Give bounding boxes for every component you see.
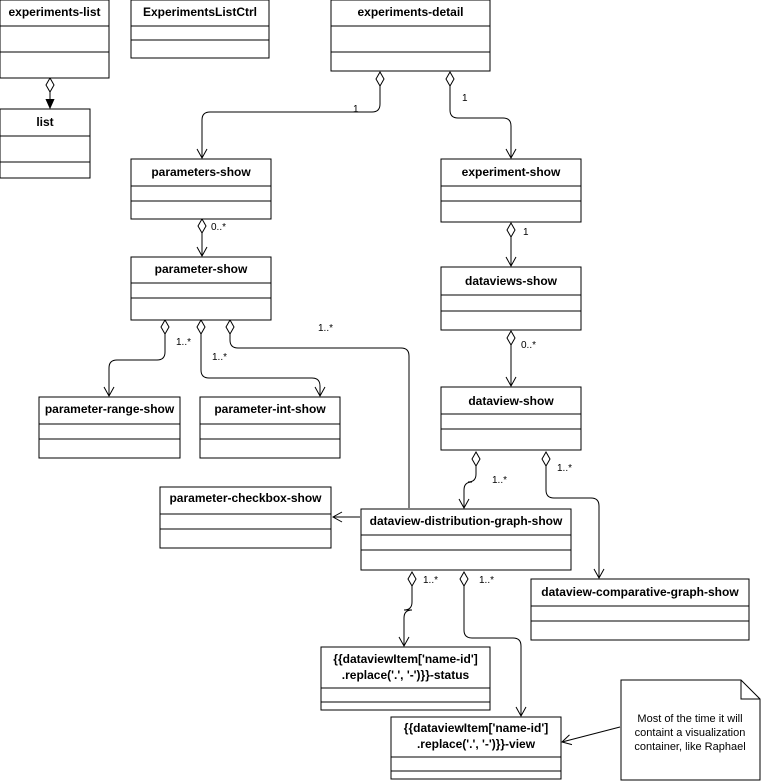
- edge-distribution-graph-to-status: [398, 586, 413, 648]
- class-dataviews-show[interactable]: dataviews-show: [440, 266, 582, 331]
- class-name: ExperimentsListCtrl: [143, 5, 257, 19]
- aggregation-diamond: [445, 70, 455, 88]
- class-parameter-show[interactable]: parameter-show: [130, 256, 272, 321]
- class-name-line-2: .replace('.', '-')}}-view: [417, 737, 536, 751]
- multiplicity-label: 1..*: [212, 352, 227, 363]
- aggregation-diamond: [45, 76, 55, 94]
- edge-dataview-show-to-distribution-graph: [458, 466, 477, 510]
- edges: [45, 70, 621, 746]
- class-dataview-comparative-graph-show[interactable]: dataview-comparative-graph-show: [530, 578, 750, 641]
- aggregation-diamond: [196, 318, 206, 336]
- class-dataview-show[interactable]: dataview-show: [440, 386, 582, 451]
- note-line-3: container, like Raphael: [634, 741, 745, 753]
- aggregation-diamond: [459, 570, 469, 588]
- multiplicity-label: 1..*: [557, 463, 572, 474]
- class-name-line-2: .replace('.', '-')}}-status: [342, 668, 470, 682]
- class-dataview-distribution-graph-show[interactable]: dataview-distribution-graph-show: [360, 508, 572, 571]
- edge-parameter-show-to-distribution-graph: [229, 334, 410, 508]
- edge-distribution-graph-to-view: [463, 586, 527, 718]
- class-name-line-1: {{dataviewItem['name-id']: [404, 721, 548, 735]
- multiplicity-label: 1..*: [423, 575, 438, 586]
- class-experiments-list[interactable]: experiments-list: [0, 0, 110, 79]
- class-name: dataview-comparative-graph-show: [541, 585, 739, 599]
- class-name: dataviews-show: [465, 274, 558, 288]
- multiplicity-label: 1..*: [479, 575, 494, 586]
- class-experiment-show[interactable]: experiment-show: [440, 158, 582, 223]
- class-parameter-range-show[interactable]: parameter-range-show: [38, 396, 181, 459]
- aggregation-diamond: [471, 450, 481, 468]
- multiplicity-label: 1..*: [176, 337, 191, 348]
- aggregation-diamond: [506, 221, 516, 239]
- aggregation-diamond: [506, 329, 516, 347]
- class-name: parameter-show: [155, 262, 248, 276]
- multiplicity-label: 1: [462, 93, 468, 104]
- class-dataview-item-status[interactable]: {{dataviewItem['name-id'] .replace('.', …: [320, 646, 491, 711]
- multiplicity-label: 1..*: [318, 323, 333, 334]
- class-experiments-list-ctrl[interactable]: ExperimentsListCtrl: [130, 0, 270, 59]
- note: Most of the time it will containt a visu…: [620, 679, 761, 781]
- class-name: parameter-range-show: [45, 402, 175, 416]
- class-name: parameter-int-show: [214, 402, 326, 416]
- multiplicity-labels: 1 1 0..* 1 1..* 1..* 1..* 0..* 1..* 1..*…: [176, 93, 572, 586]
- edge-parameter-show-to-int-show: [200, 334, 326, 398]
- edge-parameter-show-to-range-show: [103, 334, 166, 398]
- aggregation-diamond: [197, 217, 207, 235]
- edge-detail-to-parameters-show: [196, 86, 381, 160]
- note-line-1: Most of the time it will: [637, 713, 742, 725]
- class-list[interactable]: list: [0, 108, 91, 179]
- class-parameter-checkbox-show[interactable]: parameter-checkbox-show: [159, 486, 332, 549]
- aggregation-diamond: [375, 70, 385, 88]
- note-line-2: containt a visualization: [635, 727, 746, 739]
- multiplicity-label: 1: [353, 104, 359, 115]
- class-name: dataview-show: [468, 394, 554, 408]
- class-name: experiments-list: [8, 5, 100, 19]
- edge-dataview-show-to-comparative-graph: [545, 466, 605, 580]
- class-parameter-int-show[interactable]: parameter-int-show: [199, 396, 341, 459]
- class-name: experiments-detail: [357, 5, 463, 19]
- class-name-line-1: {{dataviewItem['name-id']: [333, 652, 477, 666]
- multiplicity-label: 1..*: [492, 475, 507, 486]
- class-dataview-item-view[interactable]: {{dataviewItem['name-id'] .replace('.', …: [390, 716, 562, 780]
- aggregation-diamond: [407, 570, 417, 588]
- class-name: parameter-checkbox-show: [169, 491, 322, 505]
- class-name: experiment-show: [462, 165, 561, 179]
- class-name: parameters-show: [151, 165, 251, 179]
- aggregation-diamond: [160, 318, 170, 336]
- multiplicity-label: 1: [523, 227, 529, 238]
- aggregation-diamond: [541, 450, 551, 468]
- class-name: list: [36, 115, 53, 129]
- edge-note-to-view: [561, 726, 621, 746]
- edge-detail-to-experiment-show: [449, 86, 517, 160]
- class-parameters-show[interactable]: parameters-show: [130, 158, 272, 220]
- multiplicity-label: 0..*: [521, 340, 536, 351]
- class-name: dataview-distribution-graph-show: [370, 514, 563, 528]
- class-experiments-detail[interactable]: experiments-detail: [330, 0, 491, 72]
- multiplicity-label: 0..*: [211, 222, 226, 233]
- aggregation-diamond: [225, 318, 235, 336]
